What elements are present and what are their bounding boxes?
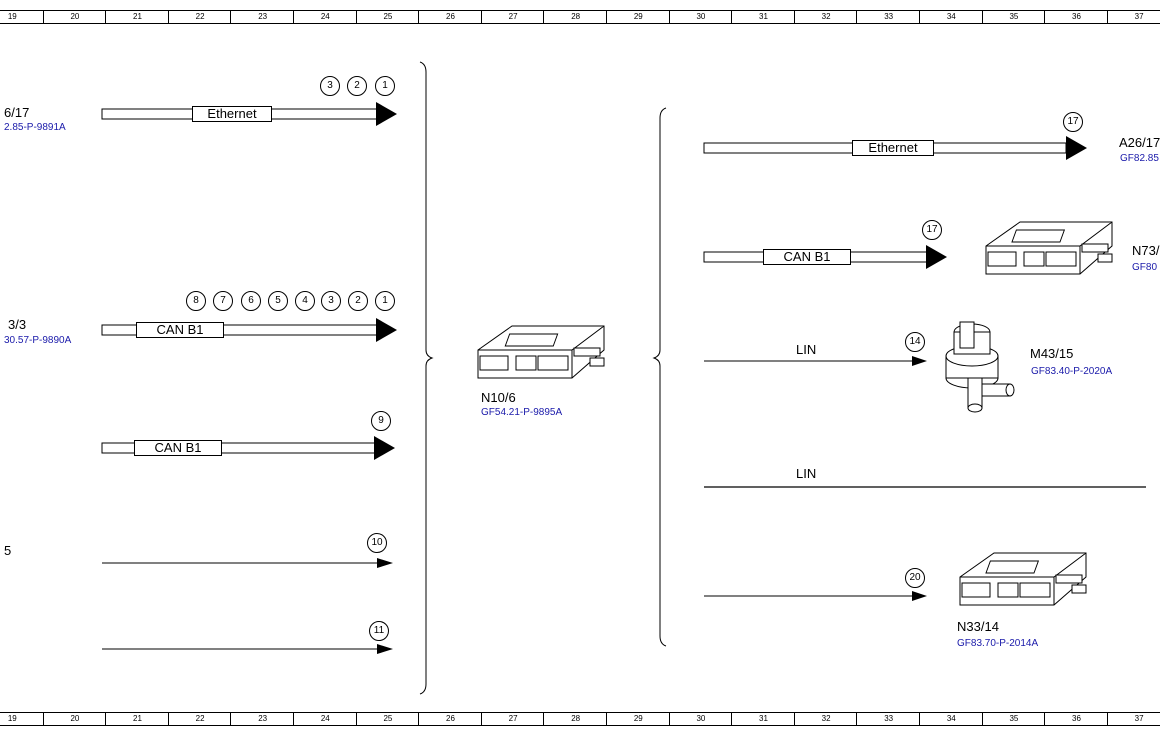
connector-number: 1 [375,291,395,311]
connector-number: 2 [348,291,368,311]
arrow-right-icon [912,356,927,366]
ruler-cell: 26 [418,713,482,725]
center-device-ref[interactable]: GF54.21-P-9895A [481,407,563,418]
ruler-cell: 21 [105,713,169,725]
ruler-cell: 37 [1106,713,1168,725]
ruler-cell: 21 [105,11,169,23]
ruler-cell: 19 [0,713,44,725]
connector-number: 3 [320,76,340,96]
ruler-cell: 32 [793,11,858,23]
right-device-label-5: N33/14 [957,619,999,634]
ruler-cell: 27 [480,11,545,23]
connector-number: 10 [367,533,387,553]
connector-number: 5 [268,291,288,311]
ruler-cell: 30 [668,713,733,725]
connector-number: 17 [922,220,942,240]
ruler-cell: 31 [731,713,795,725]
ruler-cell: 37 [1106,11,1168,23]
connector-number: 14 [905,332,925,352]
connector-number: 8 [186,291,206,311]
ruler-cell: 35 [981,713,1046,725]
bus-label-lin: LIN [796,466,817,481]
arrow-right-icon [377,644,393,654]
bus-label-can: CAN B1 [136,322,224,338]
actuator-motor-icon [945,321,1015,413]
ruler-cell: 33 [856,713,920,725]
left-brace [419,61,434,695]
left-device-label-1: 6/17 [4,105,30,120]
connector-number: 2 [347,76,367,96]
ruler-cell: 29 [606,11,670,23]
arrow-right-icon [376,318,397,342]
ruler-cell: 20 [42,11,107,23]
ruler-cell: 27 [480,713,545,725]
right-device-label-1: A26/17 [1119,135,1161,150]
connector-number: 4 [295,291,315,311]
left-device-ref-2[interactable]: 30.57-P-9890A [4,335,72,346]
right-device-label-3: M43/15 [1030,346,1074,361]
ruler-cell: 28 [543,11,607,23]
control-unit-icon [985,221,1113,275]
ruler-cell: 25 [355,713,420,725]
bus-label-ethernet: Ethernet [852,140,934,156]
bus-label-can: CAN B1 [763,249,851,265]
right-device-ref-2[interactable]: GF80 [1132,262,1158,273]
arrow-right-icon [374,436,395,460]
left-device-label-2: 3/3 [8,317,27,332]
bus-label-lin: LIN [796,342,817,357]
connector-number: 20 [905,568,925,588]
ruler-cell: 34 [919,713,983,725]
right-device-label-2: N73/ [1132,243,1160,258]
connector-number: 9 [371,411,391,431]
ruler-cell: 23 [230,11,294,23]
ruler-cell: 24 [293,11,357,23]
bus-label-ethernet: Ethernet [192,106,272,122]
ruler-cell: 36 [1044,11,1108,23]
arrow-right-icon [926,245,947,269]
ruler-cell: 22 [167,713,232,725]
arrow-right-icon [1066,136,1087,160]
ruler-cell: 33 [856,11,920,23]
connector-number: 11 [369,621,389,641]
connector-number: 17 [1063,112,1083,132]
control-unit-icon [959,552,1087,606]
ruler-cell: 30 [668,11,733,23]
ruler-cell: 26 [418,11,482,23]
ruler-cell: 23 [230,713,294,725]
connector-number: 1 [375,76,395,96]
ruler-cell: 32 [793,713,858,725]
ruler-cell: 24 [293,713,357,725]
ruler-cell: 29 [606,713,670,725]
arrow-right-icon [376,102,397,126]
right-device-ref-3[interactable]: GF83.40-P-2020A [1031,366,1113,377]
connector-number: 6 [241,291,261,311]
left-device-label-4: 5 [4,543,12,558]
center-device-label: N10/6 [481,390,516,405]
arrow-right-icon [377,558,393,568]
ruler-cell: 19 [0,11,44,23]
connector-number: 7 [213,291,233,311]
connector-number: 3 [321,291,341,311]
ruler-cell: 34 [919,11,983,23]
bus-label-can: CAN B1 [134,440,222,456]
ruler-cell: 35 [981,11,1046,23]
ruler-cell: 31 [731,11,795,23]
right-brace [652,107,667,647]
left-device-ref-1[interactable]: 2.85-P-9891A [4,122,66,133]
right-device-ref-5[interactable]: GF83.70-P-2014A [957,638,1039,649]
arrow-right-icon [912,591,927,601]
ruler-cell: 28 [543,713,607,725]
control-unit-icon [477,325,605,379]
ruler-cell: 25 [355,11,420,23]
ruler-cell: 20 [42,713,107,725]
ruler-cell: 36 [1044,713,1108,725]
ruler-cell: 22 [167,11,232,23]
right-device-ref-1[interactable]: GF82.85 [1120,153,1159,164]
